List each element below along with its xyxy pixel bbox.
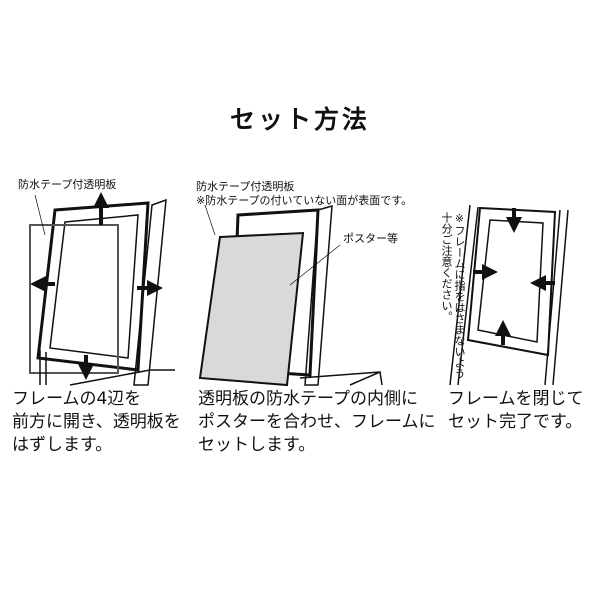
step2-caption: 透明板の防水テープの内側に ポスターを合わせ、フレームに セットします。 xyxy=(198,389,436,455)
page-title: セット方法 xyxy=(229,105,370,134)
step3-illustration xyxy=(449,204,569,386)
step2-label-poster: ポスター等 xyxy=(343,232,398,245)
step1-label-transparent-plate: 防水テープ付透明板 xyxy=(18,178,117,191)
step2-label-transparent-plate: 防水テープ付透明板 xyxy=(196,180,295,193)
step2-label-note: ※防水テープの付いていない面が表面です。 xyxy=(196,194,413,207)
warning-line-1: ※フレームに指をはさまないよう xyxy=(453,212,466,379)
step1-caption: フレームの4辺を 前方に開き、透明板を はずします。 xyxy=(12,389,181,455)
warning-line-2: 十分ご注意ください。 xyxy=(440,212,453,322)
step1-illustration xyxy=(29,192,175,386)
step2-illustration xyxy=(198,204,383,387)
arrow-icons xyxy=(30,192,163,380)
arrow-icons xyxy=(473,208,555,345)
step3-caption: フレームを閉じて セット完了です。 xyxy=(448,389,584,432)
step3-warning-note: ※フレームに指をはさまないよう 十分ご注意ください。 xyxy=(440,212,466,387)
